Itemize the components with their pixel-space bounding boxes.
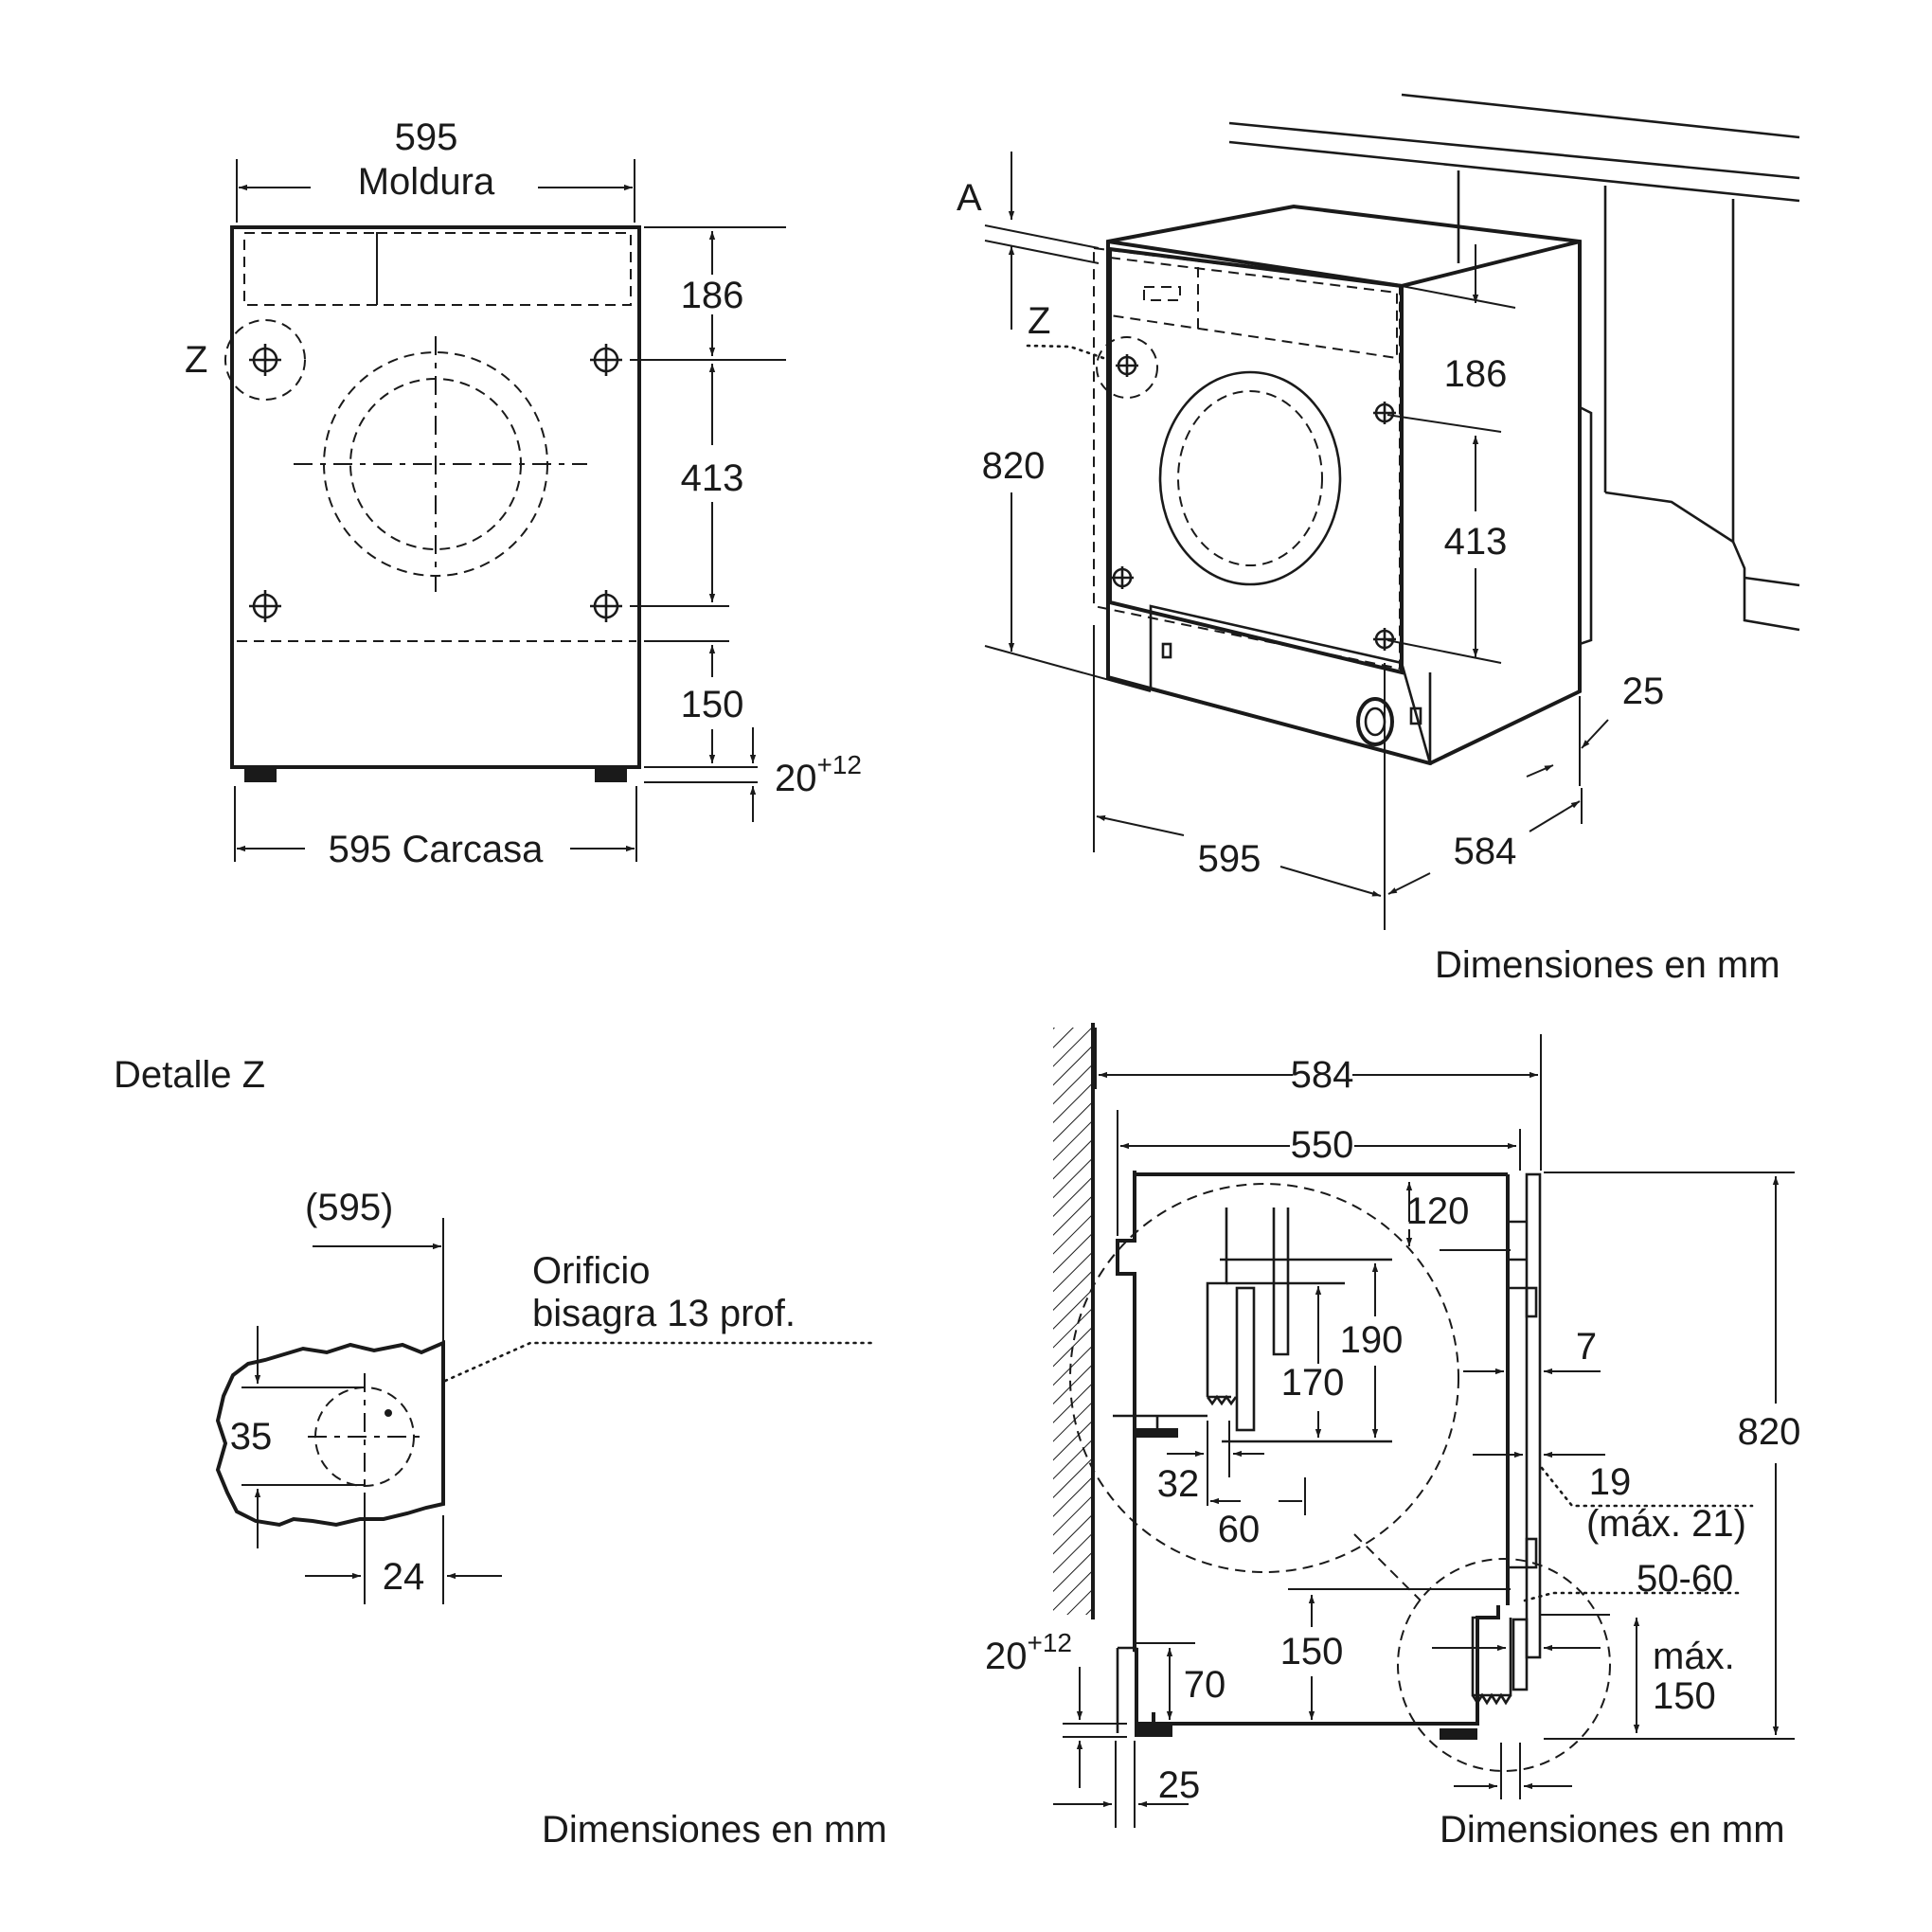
side-panel: 19 — [1589, 1461, 1632, 1503]
iso-height-hinges: 413 — [1444, 521, 1508, 563]
side-door-gap: 7 — [1576, 1326, 1597, 1368]
iso-width: 595 — [1198, 838, 1261, 880]
front-hinge-hole-br — [590, 590, 622, 622]
iso-label-a: A — [957, 177, 982, 219]
side-base: 70 — [1184, 1664, 1226, 1706]
iso-detail-z-marker: Z — [1028, 300, 1050, 342]
front-detail-z-circle — [224, 319, 306, 401]
iso-depth: 584 — [1454, 831, 1517, 872]
side-height-total: 820 — [1738, 1411, 1801, 1453]
wall-hatch — [1053, 1028, 1093, 1615]
side-hinge-lower: 170 — [1281, 1362, 1345, 1404]
front-width-housing: 595 Carcasa — [329, 829, 545, 870]
iso-height-top: 186 — [1444, 353, 1508, 395]
side-plinth-max-2: 150 — [1653, 1675, 1716, 1717]
detail-z-ref-width: (595) — [305, 1187, 393, 1228]
front-height-bottom: 150 — [681, 684, 744, 725]
detail-z: Detalle Z (595) Orificio bisagra 13 prof… — [114, 1054, 887, 1851]
side-plinth: 50-60 — [1637, 1558, 1733, 1600]
detail-z-height: 35 — [230, 1416, 273, 1458]
front-control-panel-left — [243, 232, 378, 306]
side-plinth-max-1: máx. — [1653, 1636, 1735, 1677]
front-width-frame: 595 — [395, 116, 458, 158]
iso-view: A Z 820 186 413 25 595 584 — [957, 93, 1800, 986]
side-foot-offset: 25 — [1158, 1764, 1201, 1806]
side-hinge-upper: 190 — [1340, 1319, 1404, 1361]
front-foot-right — [595, 769, 627, 782]
iso-detail-z-circle — [1096, 336, 1158, 399]
detail-z-hole-label-1: Orificio — [532, 1250, 650, 1292]
front-height-hinges: 413 — [681, 457, 744, 499]
side-bottom-gap: 150 — [1280, 1631, 1344, 1673]
iso-hinge-holes — [1111, 354, 1396, 651]
front-detail-z-marker: Z — [185, 339, 207, 381]
detail-z-title: Detalle Z — [114, 1054, 265, 1096]
side-detail-lower-circle — [1397, 1558, 1611, 1772]
detail-z-hole-label-2: bisagra 13 prof. — [532, 1293, 796, 1334]
front-hinge-hole-tl — [249, 344, 281, 376]
detail-z-units-note: Dimensiones en mm — [542, 1809, 887, 1851]
side-depth-total: 584 — [1291, 1054, 1354, 1096]
side-view: 584 550 120 190 170 32 60 7 — [985, 1023, 1800, 1851]
side-top-gap: 120 — [1406, 1190, 1470, 1232]
front-cabinet-outline — [230, 225, 641, 769]
front-hinge-hole-bl — [249, 590, 281, 622]
front-frame-label: Moldura — [358, 161, 495, 203]
side-detail-upper-circle — [1069, 1183, 1459, 1573]
side-inset-a: 32 — [1157, 1463, 1200, 1505]
front-feet-dim: 20+12 — [775, 750, 862, 799]
front-foot-left — [244, 769, 277, 782]
front-hinge-hole-tr — [590, 344, 622, 376]
side-units-note: Dimensiones en mm — [1440, 1809, 1785, 1851]
front-view: Z 595 Moldura 186 413 150 20+12 — [185, 116, 862, 870]
side-panel-max: (máx. 21) — [1586, 1503, 1746, 1545]
iso-offset: 25 — [1622, 671, 1665, 712]
side-feet-dim: 20+12 — [985, 1628, 1072, 1677]
front-control-panel-right — [376, 232, 632, 306]
side-depth-inner: 550 — [1291, 1124, 1354, 1166]
iso-height-total: 820 — [982, 445, 1046, 487]
detail-z-width: 24 — [383, 1556, 425, 1598]
iso-units-note: Dimensiones en mm — [1435, 944, 1780, 986]
side-foot-left — [1135, 1724, 1172, 1737]
front-height-top: 186 — [681, 275, 744, 316]
side-inset-b: 60 — [1218, 1509, 1261, 1550]
side-foot-right — [1440, 1728, 1477, 1740]
